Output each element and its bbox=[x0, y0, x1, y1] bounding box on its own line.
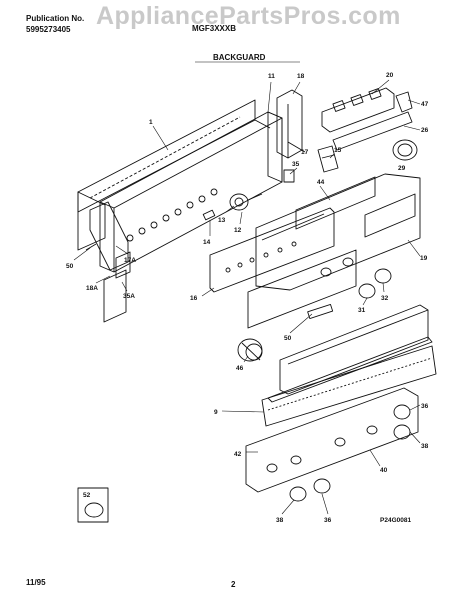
callout-20: 20 bbox=[386, 72, 394, 79]
callout-9: 9 bbox=[214, 409, 218, 416]
oven-knob bbox=[237, 338, 263, 362]
callout-32: 32 bbox=[381, 295, 389, 302]
overlay-panel bbox=[247, 249, 357, 329]
callout-11: 11 bbox=[268, 73, 275, 80]
selector-switch bbox=[317, 145, 339, 173]
callout-13: 13 bbox=[218, 217, 226, 224]
leader-17 bbox=[287, 141, 306, 153]
callout-29: 29 bbox=[398, 165, 406, 172]
indicator-strip bbox=[261, 345, 437, 427]
model-number: MGF3XXXB bbox=[192, 24, 237, 33]
control-panel-frame bbox=[255, 173, 421, 291]
front-console bbox=[267, 304, 433, 403]
knob-clip-52 bbox=[84, 502, 104, 518]
callout-47: 47 bbox=[421, 101, 429, 108]
callout-44: 44 bbox=[317, 179, 325, 186]
watermark: AppliancePartsPros.com bbox=[96, 2, 401, 30]
callout-17A: 17A bbox=[124, 257, 136, 264]
publication-number: 5995273405 bbox=[26, 25, 71, 34]
callout-17: 17 bbox=[301, 149, 309, 156]
footer-date: 11/95 bbox=[26, 578, 46, 587]
callout-35: 35 bbox=[292, 161, 300, 168]
fastener-14 bbox=[202, 209, 216, 221]
callout-26: 26 bbox=[421, 127, 429, 134]
clock-timer bbox=[321, 87, 395, 133]
callout-1: 1 bbox=[149, 119, 153, 126]
callout-50-nameplate: 50 bbox=[284, 335, 292, 342]
backguard-rear-panel bbox=[77, 99, 271, 251]
timer-knob bbox=[392, 139, 418, 161]
callout-52: 52 bbox=[83, 492, 91, 499]
nameplate bbox=[307, 303, 334, 319]
leader-lines bbox=[73, 79, 421, 515]
infinite-switch-13 bbox=[229, 193, 263, 211]
callout-38-bottom: 38 bbox=[276, 517, 284, 524]
callout-16: 16 bbox=[190, 295, 198, 302]
inset-box-52 bbox=[77, 487, 109, 523]
callout-50-left: 50 bbox=[66, 263, 74, 270]
backguard-frame bbox=[99, 111, 283, 273]
timer-cover-plate bbox=[332, 111, 413, 151]
diagram-code: P24G0081 bbox=[380, 517, 411, 524]
callout-40: 40 bbox=[380, 467, 388, 474]
lamp-socket-35 bbox=[283, 169, 295, 183]
bottom-knobs bbox=[289, 478, 331, 502]
callout-36-right: 36 bbox=[421, 403, 429, 410]
section-title: BACKGUARD bbox=[213, 53, 266, 62]
clip-bracket-47 bbox=[395, 91, 413, 113]
callout-19: 19 bbox=[420, 255, 428, 262]
right-knobs bbox=[393, 404, 411, 440]
callout-42: 42 bbox=[234, 451, 242, 458]
callout-14: 14 bbox=[203, 239, 211, 246]
callout-31: 31 bbox=[358, 307, 366, 314]
callout-12: 12 bbox=[234, 227, 242, 234]
callout-18A: 18A bbox=[86, 285, 98, 292]
publication-label: Publication No. bbox=[26, 14, 85, 23]
lower-control-panel bbox=[245, 387, 419, 493]
rear-control-panel bbox=[209, 207, 335, 293]
callout-18: 18 bbox=[297, 73, 305, 80]
callout-36-bottom: 36 bbox=[324, 517, 332, 524]
callout-38-right: 38 bbox=[421, 443, 429, 450]
left-end-bracket bbox=[85, 201, 131, 323]
callout-15: 15 bbox=[334, 147, 342, 154]
callout-46: 46 bbox=[236, 365, 244, 372]
callout-35A: 35A bbox=[123, 293, 135, 300]
footer-page-number: 2 bbox=[231, 580, 236, 589]
